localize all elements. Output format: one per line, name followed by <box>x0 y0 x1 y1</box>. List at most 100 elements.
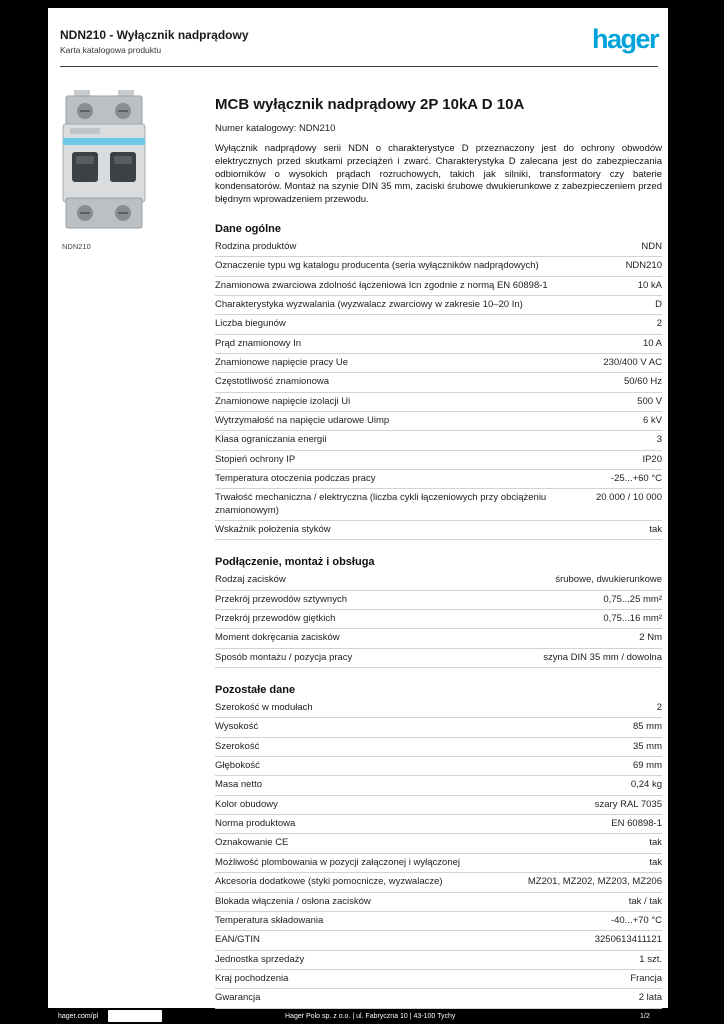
spec-row: Znamionowa zwarciowa zdolność łączeniowa… <box>215 277 662 296</box>
spec-label: Możliwość plombowania w pozycji załączon… <box>215 856 460 868</box>
spec-value: IP20 <box>642 453 662 465</box>
spec-row: Gwarancja 2 lata <box>215 989 662 1009</box>
spec-value: 1 szt. <box>639 953 662 965</box>
spec-label: Oznakowanie CE <box>215 837 289 849</box>
product-image <box>60 90 148 234</box>
spec-label: Kolor obudowy <box>215 798 278 810</box>
spec-row: Częstotliwość znamionowa 50/60 Hz <box>215 373 662 393</box>
spec-row: Możliwość plombowania w pozycji załączon… <box>215 854 662 874</box>
footer-badge <box>108 1010 162 1022</box>
spec-value: 500 V <box>637 395 662 407</box>
spec-label: Prąd znamionowy In <box>215 337 302 349</box>
spec-label: Głębokość <box>215 760 260 772</box>
spec-row: Kolor obudowy szary RAL 7035 <box>215 796 662 816</box>
spec-label: Znamionowe napięcie pracy Ue <box>215 356 349 368</box>
section-title-general: Dane ogólne <box>215 222 282 235</box>
spec-value: tak <box>649 856 662 868</box>
spec-label: Blokada włączenia / osłona zacisków <box>215 895 371 907</box>
spec-label: EAN/GTIN <box>215 934 260 946</box>
spec-table-other: Szerokość w modułach 2 Wysokość 85 mm Sz… <box>215 699 662 1009</box>
section-title-connection: Podłączenie, montaż i obsługa <box>215 556 375 569</box>
spec-value: -25...+60 °C <box>610 472 662 484</box>
spec-row: Oznakowanie CE tak <box>215 834 662 854</box>
spec-row: Wskaźnik położenia styków tak <box>215 521 662 541</box>
spec-value: tak <box>649 837 662 849</box>
spec-label: Szerokość w modułach <box>215 702 313 714</box>
spec-label: Znamionowa zwarciowa zdolność łączeniowa… <box>215 279 548 291</box>
spec-value: NDN210 <box>625 260 662 272</box>
spec-value: 2 <box>656 318 662 330</box>
spec-row: Charakterystyka wyzwalania (wyzwalacz zw… <box>215 296 662 316</box>
spec-value: 2 <box>656 702 662 714</box>
spec-value: Francja <box>630 972 662 984</box>
spec-row: Szerokość w modułach 2 <box>215 699 662 719</box>
spec-label: Klasa ograniczania energii <box>215 434 327 446</box>
spec-label: Charakterystyka wyzwalania (wyzwalacz zw… <box>215 298 523 310</box>
spec-value: 2 Nm <box>639 632 662 644</box>
spec-value: 35 mm <box>632 740 662 752</box>
spec-label: Temperatura składowania <box>215 914 324 926</box>
spec-row: Klasa ograniczania energii 3 <box>215 431 662 451</box>
spec-value: NDN <box>641 240 662 252</box>
spec-value: 0,75...25 mm² <box>603 593 662 605</box>
spec-value: 10 kA <box>637 279 662 291</box>
document-header: NDN210 - Wyłącznik nadprądowy Karta kata… <box>60 28 249 55</box>
product-description: Wyłącznik nadprądowy serii NDN o charakt… <box>215 143 662 206</box>
spec-row: Kraj pochodzenia Francja <box>215 970 662 990</box>
spec-row: Moment dokręcania zacisków 2 Nm <box>215 629 662 649</box>
spec-row: Szerokość 35 mm <box>215 738 662 758</box>
spec-row: Znamionowe napięcie pracy Ue 230/400 V A… <box>215 354 662 374</box>
spec-row: Temperatura otoczenia podczas pracy -25.… <box>215 470 662 490</box>
spec-label: Wysokość <box>215 721 259 733</box>
spec-label: Liczba biegunów <box>215 318 286 330</box>
spec-row: Głębokość 69 mm <box>215 757 662 777</box>
spec-row: Akcesoria dodatkowe (styki pomocnicze, w… <box>215 873 662 893</box>
spec-value: tak <box>649 524 662 535</box>
spec-row: Blokada włączenia / osłona zacisków tak … <box>215 893 662 912</box>
spec-value: 6 kV <box>642 414 662 426</box>
spec-value: 3 <box>656 434 662 446</box>
spec-row: Sposób montażu / pozycja pracy szyna DIN… <box>215 649 662 669</box>
spec-row: Prąd znamionowy In 10 A <box>215 335 662 354</box>
main-content: MCB wyłącznik nadprądowy 2P 10kA D 10A N… <box>215 96 662 1009</box>
spec-value: -40...+70 °C <box>610 914 662 926</box>
spec-label: Moment dokręcania zacisków <box>215 632 340 644</box>
spec-label: Kraj pochodzenia <box>215 972 289 984</box>
spec-value: 0,24 kg <box>630 779 662 791</box>
spec-row: EAN/GTIN 3250613411121 <box>215 931 662 951</box>
spec-value: 2 lata <box>638 992 662 1004</box>
spec-label: Masa netto <box>215 779 262 791</box>
spec-row: Wytrzymałość na napięcie udarowe Uimp 6 … <box>215 412 662 432</box>
spec-value: 69 mm <box>632 760 662 772</box>
spec-label: Przekrój przewodów sztywnych <box>215 593 347 605</box>
spec-row: Znamionowe napięcie izolacji Ui 500 V <box>215 393 662 412</box>
circuit-breaker-illustration <box>62 90 146 229</box>
spec-value: EN 60898-1 <box>611 818 662 830</box>
spec-value: tak / tak <box>628 895 662 907</box>
product-image-caption: NDN210 <box>62 242 91 251</box>
spec-label: Temperatura otoczenia podczas pracy <box>215 472 376 484</box>
spec-label: Przekrój przewodów giętkich <box>215 613 336 625</box>
spec-value: 20 000 / 10 000 <box>595 492 662 504</box>
spec-value: 0,75...16 mm² <box>603 613 662 625</box>
spec-row: Trwałość mechaniczna / elektryczna (licz… <box>215 489 662 521</box>
document-page: NDN210 - Wyłącznik nadprądowy Karta kata… <box>48 8 668 1009</box>
product-title: MCB wyłącznik nadprądowy 2P 10kA D 10A <box>215 96 525 113</box>
spec-value: 230/400 V AC <box>603 356 662 368</box>
spec-value: 85 mm <box>632 721 662 733</box>
spec-label: Jednostka sprzedaży <box>215 953 305 965</box>
header-divider <box>60 66 658 67</box>
spec-row: Norma produktowa EN 60898-1 <box>215 815 662 835</box>
spec-row: Masa netto 0,24 kg <box>215 776 662 796</box>
footer-page-number: 1/2 <box>640 1013 650 1020</box>
spec-label: Wskaźnik położenia styków <box>215 524 331 535</box>
spec-row: Przekrój przewodów giętkich 0,75...16 mm… <box>215 610 662 630</box>
spec-row: Przekrój przewodów sztywnych 0,75...25 m… <box>215 591 662 611</box>
spec-row: Temperatura składowania -40...+70 °C <box>215 912 662 932</box>
spec-value: 3250613411121 <box>594 934 662 946</box>
spec-value: 50/60 Hz <box>623 376 662 388</box>
footer-url-link[interactable]: hager.com/pl <box>58 1013 99 1020</box>
hager-logo: hager <box>591 24 660 54</box>
spec-label: Norma produktowa <box>215 818 296 830</box>
spec-table-connection: Rodzaj zacisków śrubowe, dwukierunkowe P… <box>215 571 662 669</box>
